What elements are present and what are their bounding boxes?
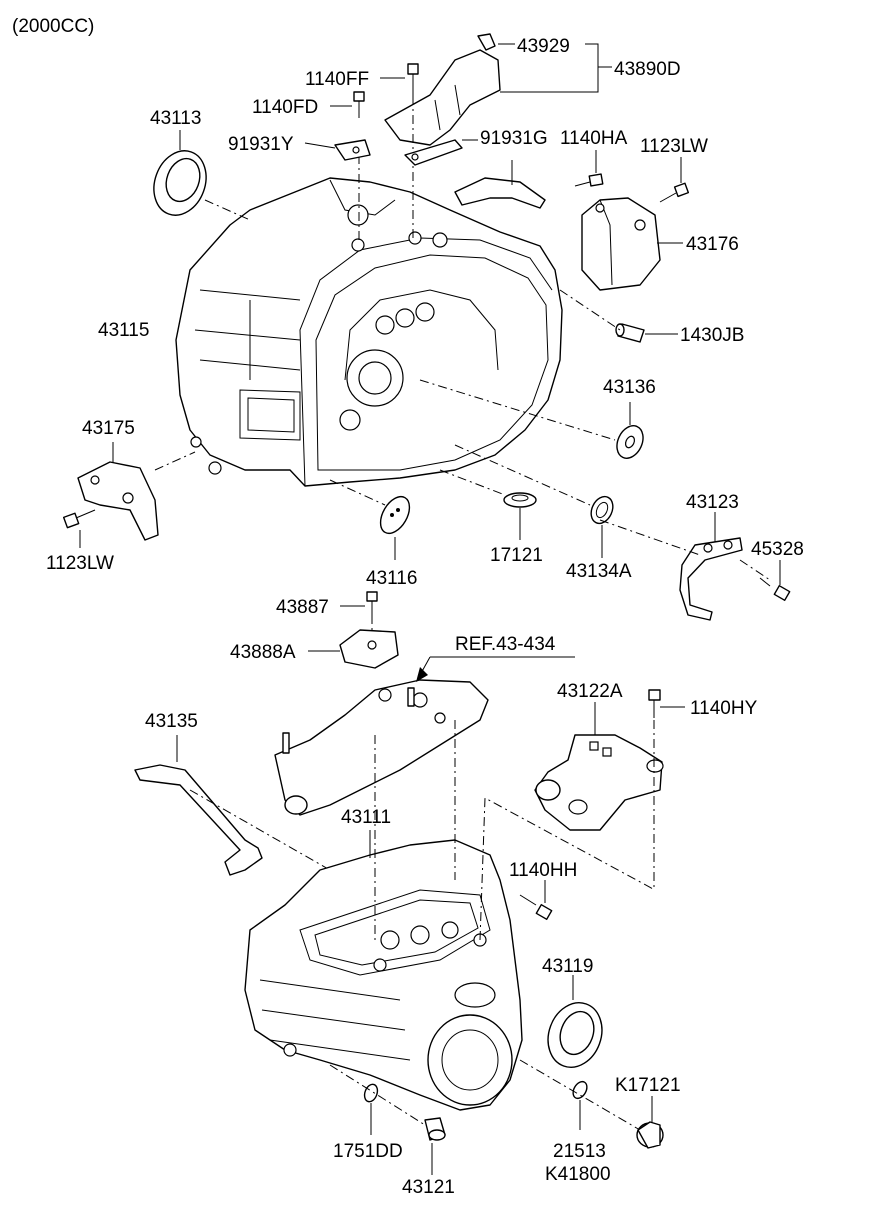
washer-43136 [419, 379, 644, 459]
bracket-43888A [308, 629, 399, 669]
bracket-43123 [599, 512, 743, 621]
bolt-1140HH [519, 880, 553, 921]
label-ref-43-434: REF.43-434 [455, 634, 556, 655]
label-43175: 43175 [82, 418, 135, 439]
label-1140FD: 1140FD [252, 97, 318, 118]
label-43135: 43135 [145, 711, 198, 732]
label-43888A: 43888A [230, 642, 296, 663]
label-43111: 43111 [341, 807, 391, 828]
label-1140HY: 1140HY [690, 698, 758, 719]
control-lever-assembly [274, 656, 575, 816]
label-43123: 43123 [686, 492, 739, 513]
label-K17121: K17121 [615, 1075, 681, 1096]
label-1751DD: 1751DD [333, 1141, 403, 1162]
bracket-43890D [384, 33, 612, 146]
bracket-43175 [77, 442, 196, 541]
bracket-upper-right [454, 160, 546, 209]
bolt-1140HY [648, 689, 685, 890]
label-43887: 43887 [276, 597, 329, 618]
label-43116: 43116 [366, 568, 417, 589]
label-43119: 43119 [542, 956, 593, 977]
bracket-91931G [404, 139, 478, 166]
bolt-1140FD [330, 91, 365, 240]
gasket-1751DD [329, 1064, 426, 1135]
pin-1430JB [559, 289, 678, 343]
oil-seal-43119 [547, 975, 603, 1068]
plug-K17121 [636, 1096, 664, 1149]
bolt-1140FF [380, 63, 419, 238]
label-K41800: K41800 [545, 1164, 611, 1185]
gasket-21513 [519, 1059, 641, 1131]
label-17121: 17121 [490, 545, 543, 566]
label-43134A: 43134A [566, 561, 632, 582]
washer-17121 [439, 469, 537, 540]
bolt-1123LW-left [62, 509, 96, 548]
label-1430JB: 1430JB [680, 325, 744, 346]
label-1140HH: 1140HH [509, 860, 577, 881]
label-43176: 43176 [686, 234, 739, 255]
bracket-91931Y [304, 139, 371, 161]
label-43115: 43115 [98, 320, 149, 341]
label-91931G: 91931G [480, 128, 548, 149]
label-1140FF: 1140FF [305, 69, 369, 90]
label-91931Y: 91931Y [228, 134, 294, 155]
engine-variant-label: (2000CC) [12, 16, 94, 37]
bracket-43135 [134, 735, 331, 876]
label-43890D: 43890D [614, 59, 681, 80]
bolt-45328 [739, 559, 791, 602]
label-21513: 21513 [553, 1141, 606, 1162]
plate-43116 [329, 479, 411, 560]
label-45328: 45328 [751, 539, 804, 560]
label-43136: 43136 [603, 377, 656, 398]
label-43929: 43929 [517, 36, 570, 57]
seal-43134A [454, 444, 614, 558]
bracket-43122A [534, 702, 664, 831]
bolt-1123LW-top [659, 157, 690, 203]
label-1123LW-top: 1123LW [640, 136, 708, 157]
label-43113: 43113 [150, 108, 201, 129]
bracket-43176 [581, 197, 683, 291]
oil-seal-43113 [153, 130, 251, 221]
label-43122A: 43122A [557, 681, 623, 702]
label-1123LW-left: 1123LW [46, 553, 114, 574]
bolt-1140HA [574, 150, 604, 187]
clutch-housing-43115 [175, 177, 563, 487]
label-43121: 43121 [402, 1177, 455, 1198]
plug-43121 [424, 1117, 446, 1175]
clip-43929 [477, 33, 496, 51]
transaxle-case-43111 [244, 720, 656, 1111]
label-1140HA: 1140HA [560, 128, 628, 149]
